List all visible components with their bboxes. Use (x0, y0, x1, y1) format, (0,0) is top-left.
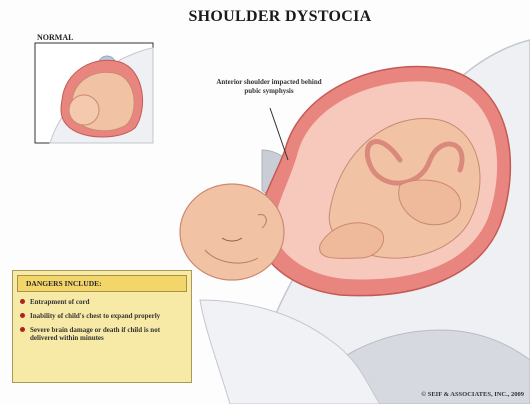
danger-item-text: Severe brain damage or death if child is… (30, 326, 160, 342)
danger-item: Entrapment of cord (20, 298, 185, 306)
danger-item: Inability of child's chest to expand pro… (20, 312, 185, 320)
dangers-box: DANGERS INCLUDE: Entrapment of cord Inab… (12, 270, 192, 383)
anterior-shoulder-annotation: Anterior shoulder impacted behind pubic … (214, 78, 324, 95)
bullet-icon (20, 313, 25, 318)
bullet-icon (20, 299, 25, 304)
danger-item-text: Entrapment of cord (30, 298, 90, 306)
danger-item: Severe brain damage or death if child is… (20, 326, 185, 342)
page-title: SHOULDER DYSTOCIA (150, 8, 410, 26)
dangers-list: Entrapment of cord Inability of child's … (13, 298, 191, 342)
baby-head (180, 184, 284, 280)
dangers-heading: DANGERS INCLUDE: (17, 275, 187, 292)
danger-item-text: Inability of child's chest to expand pro… (30, 312, 160, 320)
inset-baby-head (69, 95, 99, 125)
copyright-notice: © SEIF & ASSOCIATES, INC., 2009 (421, 391, 524, 398)
bullet-icon (20, 327, 25, 332)
normal-inset-label: NORMAL (37, 33, 73, 42)
